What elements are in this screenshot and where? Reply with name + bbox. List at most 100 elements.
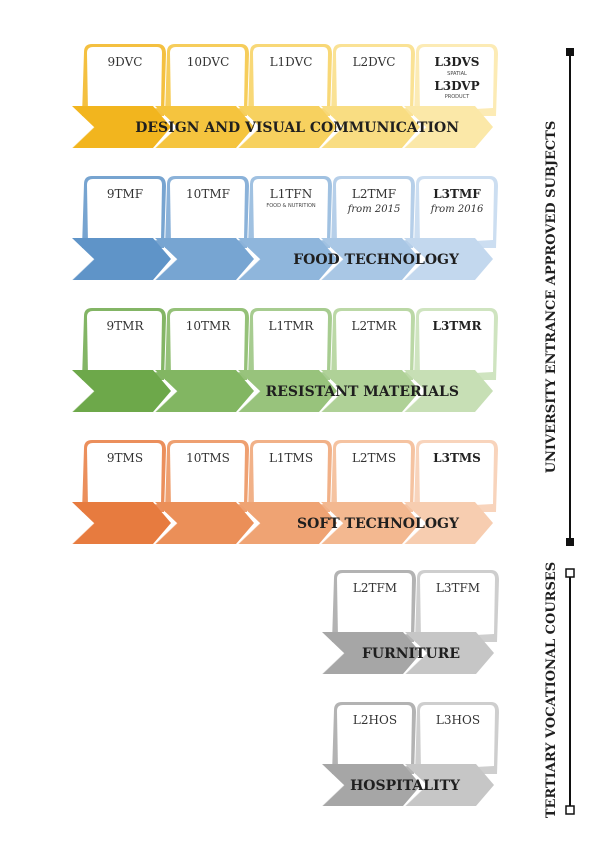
band-segment (155, 502, 254, 544)
band-segment (238, 502, 337, 544)
tab-face (170, 47, 245, 112)
tab-code: L1TMS (269, 451, 313, 465)
tab-code: L3DVS (435, 55, 480, 69)
tab-l3tfm: L3TFM (415, 570, 499, 642)
tab-l3hos: L3HOS (415, 702, 499, 774)
tab-face (170, 179, 245, 244)
tab-face (336, 443, 411, 508)
band-segment (72, 502, 171, 544)
tab-code: L2TMR (352, 319, 398, 333)
track-tms: 9TMS 10TMS L1TMS L2TMS L3TMS SOFT TECHNOLOGY (71, 440, 498, 545)
tab-face (336, 311, 411, 376)
tab-code: L3TFM (436, 581, 480, 595)
band-highlight (71, 390, 95, 413)
band-highlight (154, 258, 178, 281)
tab-code: 10TMS (186, 451, 230, 465)
tab-code: L2DVC (353, 55, 396, 69)
band-segment (405, 632, 494, 674)
tab-note: from 2016 (430, 204, 484, 215)
tab-code: L2TFM (353, 581, 397, 595)
tab-face (336, 47, 411, 112)
tab-code: L1TMR (269, 319, 315, 333)
track-title: SOFT TECHNOLOGY (297, 516, 460, 532)
tab-9tms: 9TMS (82, 440, 166, 512)
tab-face (87, 47, 162, 112)
tab-face (253, 47, 328, 112)
university-label: UNIVERSITY ENTRANCE APPROVED SUBJECTS (544, 121, 559, 474)
tab-subtitle: SPATIAL (447, 71, 467, 77)
band-segment (322, 632, 421, 674)
band-segment (404, 106, 493, 148)
band-highlight (321, 784, 345, 807)
tab-code-secondary: L3DVP (434, 79, 479, 93)
tab-9tmr: 9TMR (82, 308, 166, 380)
tab-10tmf: 10TMF (165, 176, 249, 248)
tab-9tmf: 9TMF (82, 176, 166, 248)
tab-face (170, 443, 245, 508)
band-highlight (404, 652, 428, 675)
tab-l1dvc: L1DVC (248, 44, 332, 116)
band-tfm: FURNITURE (321, 632, 494, 675)
band-segment (321, 502, 420, 544)
band-highlight (321, 652, 345, 675)
band-highlight (320, 522, 344, 545)
tab-face (420, 573, 495, 638)
band-highlight (403, 258, 427, 281)
tab-face (87, 311, 162, 376)
track-title: DESIGN AND VISUAL COMMUNICATION (135, 120, 459, 136)
band-segment (238, 370, 337, 412)
band-highlight (237, 522, 261, 545)
band-highlight (71, 522, 95, 545)
band-segment (321, 238, 420, 280)
tab-code: L2TMF (352, 187, 396, 201)
band-highlight (154, 126, 178, 149)
band-highlight (237, 390, 261, 413)
band-highlight (404, 784, 428, 807)
tertiary-bracket-bottom-cap (565, 805, 575, 815)
tab-code: 10TMR (186, 319, 232, 333)
band-highlight (320, 126, 344, 149)
band-segment (404, 370, 493, 412)
tab-face (336, 179, 411, 244)
band-highlight (403, 390, 427, 413)
band-segment (321, 106, 420, 148)
track-title: FURNITURE (362, 646, 460, 662)
band-segment (404, 502, 493, 544)
band-highlight (403, 522, 427, 545)
tab-face (419, 443, 494, 508)
track-title: HOSPITALITY (350, 778, 461, 794)
tab-code: L1DVC (270, 55, 313, 69)
tab-code: L3TMS (433, 451, 481, 465)
band-dvc: DESIGN AND VISUAL COMMUNICATION (71, 106, 493, 149)
band-tms: SOFT TECHNOLOGY (71, 502, 493, 545)
tab-code: L3HOS (436, 713, 480, 727)
band-segment (155, 370, 254, 412)
tab-l3tmr: L3TMR (414, 308, 498, 380)
band-segment (322, 764, 421, 806)
tab-face (419, 311, 494, 376)
band-segment (321, 370, 420, 412)
band-segment (404, 238, 493, 280)
tab-face (87, 443, 162, 508)
tab-code: 9TMR (107, 319, 145, 333)
tab-face (419, 47, 494, 112)
tab-face (253, 311, 328, 376)
band-highlight (320, 390, 344, 413)
university-bracket-bottom-cap (566, 538, 574, 546)
tab-code: L2TMS (352, 451, 396, 465)
tab-face (420, 705, 495, 770)
tab-face (419, 179, 494, 244)
tab-code: 10TMF (186, 187, 230, 201)
band-segment (72, 238, 171, 280)
tab-code: 9DVC (108, 55, 143, 69)
tertiary-bracket-top-cap (565, 568, 575, 578)
band-tmr: RESISTANT MATERIALS (71, 370, 493, 413)
tab-code: L3TMF (433, 187, 481, 201)
band-highlight (403, 126, 427, 149)
